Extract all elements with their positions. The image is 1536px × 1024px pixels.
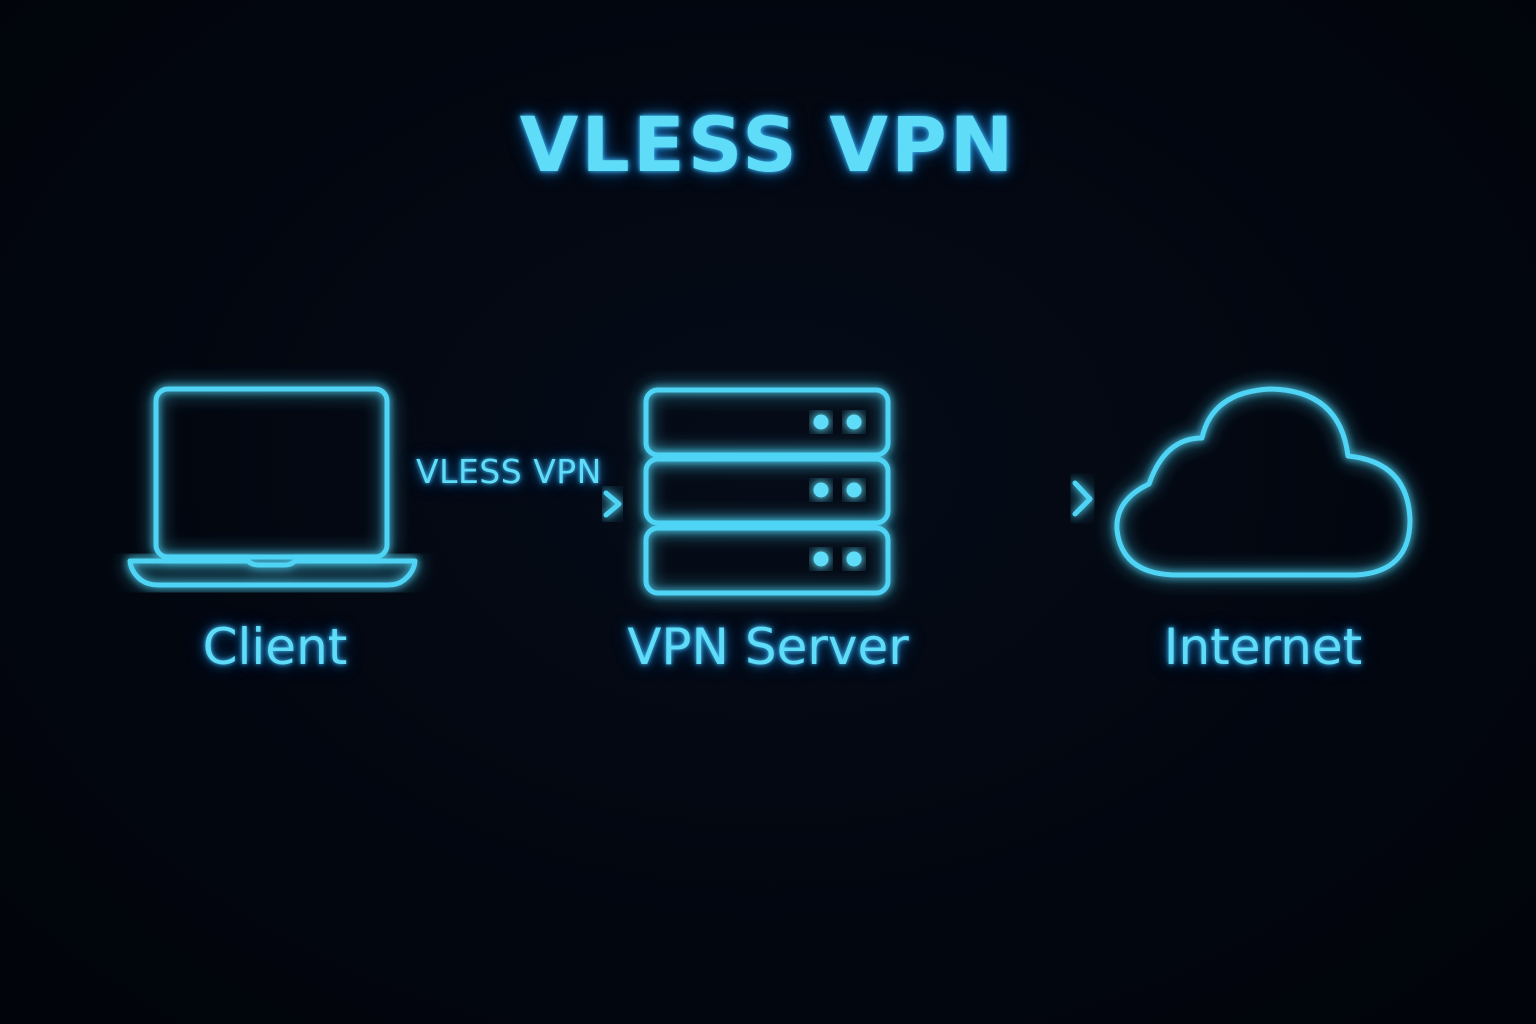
cloud-outline — [1114, 386, 1413, 578]
arrow-head-icon — [603, 490, 622, 518]
node-label-vpn-server: VPN Server — [627, 618, 909, 676]
server-led — [846, 551, 862, 567]
server-icon — [643, 387, 891, 596]
edge-client-to-server — [418, 490, 622, 518]
server-led — [846, 482, 862, 498]
edge-label: VLESS VPN — [416, 452, 602, 491]
laptop-base — [127, 558, 418, 588]
server-unit-3 — [643, 525, 891, 596]
server-unit-1 — [643, 387, 891, 458]
node-label-client: Client — [202, 618, 348, 676]
laptop-screen — [153, 386, 390, 560]
node-label-internet: Internet — [1163, 618, 1363, 676]
laptop-icon — [127, 386, 418, 588]
diagram-title: VLESS VPN — [519, 100, 1017, 189]
server-led — [813, 482, 829, 498]
arrow-head-icon — [1072, 480, 1093, 517]
server-led — [846, 414, 862, 430]
edge-server-to-internet — [919, 480, 1093, 517]
server-led — [813, 414, 829, 430]
server-led — [813, 551, 829, 567]
cloud-icon — [1114, 386, 1413, 578]
server-unit-2 — [643, 456, 891, 526]
